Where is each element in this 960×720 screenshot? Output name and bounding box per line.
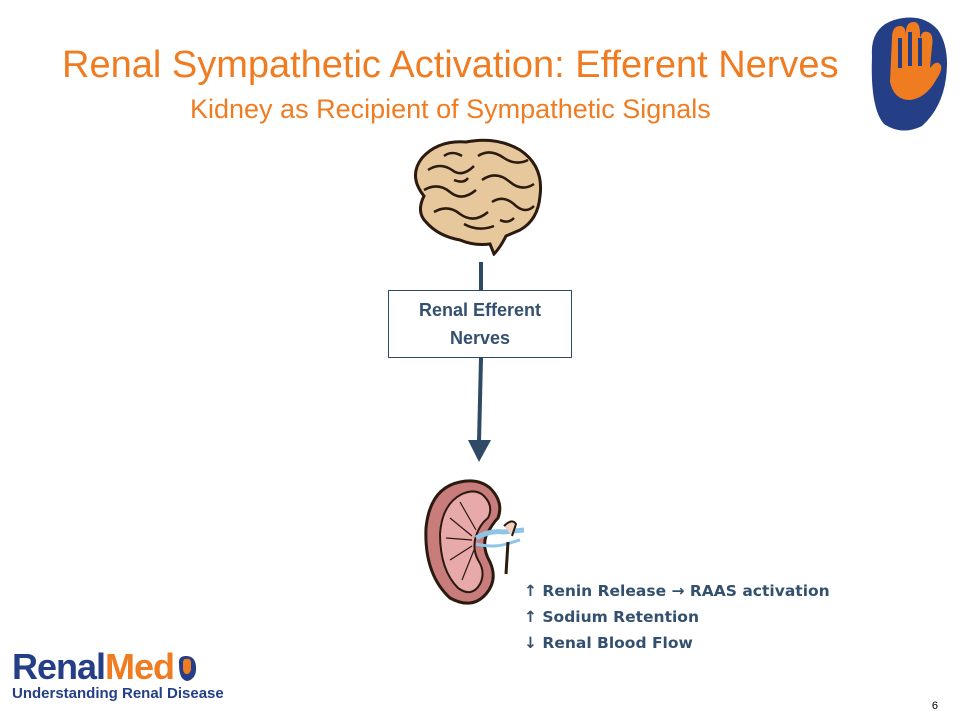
slide-subtitle: Kidney as Recipient of Sympathetic Signa…	[190, 94, 711, 124]
effects-list: ↑ Renin Release → RAAS activation ↑ Sodi…	[524, 578, 830, 656]
brain-icon	[414, 138, 543, 256]
page-number: 6	[931, 700, 938, 712]
brand-logo: RenalMed Understanding Renal Disease	[12, 648, 224, 702]
brand-tagline: Understanding Renal Disease	[12, 685, 224, 702]
effect-renin: ↑ Renin Release → RAAS activation	[524, 582, 830, 600]
effect-blood-flow: ↓ Renal Blood Flow	[524, 634, 693, 652]
hand-logo-small-icon	[178, 656, 197, 681]
brand-name-med: Med	[105, 646, 175, 687]
hand-logo-icon	[871, 17, 947, 131]
slide-title: Renal Sympathetic Activation: Efferent N…	[62, 44, 839, 86]
effect-sodium: ↑ Sodium Retention	[524, 608, 699, 626]
brand-name: RenalMed	[12, 648, 224, 686]
kidney-icon	[424, 479, 525, 605]
renal-efferent-nerves-box: Renal Efferent Nerves	[388, 290, 572, 358]
brand-name-renal: Renal	[12, 646, 106, 687]
